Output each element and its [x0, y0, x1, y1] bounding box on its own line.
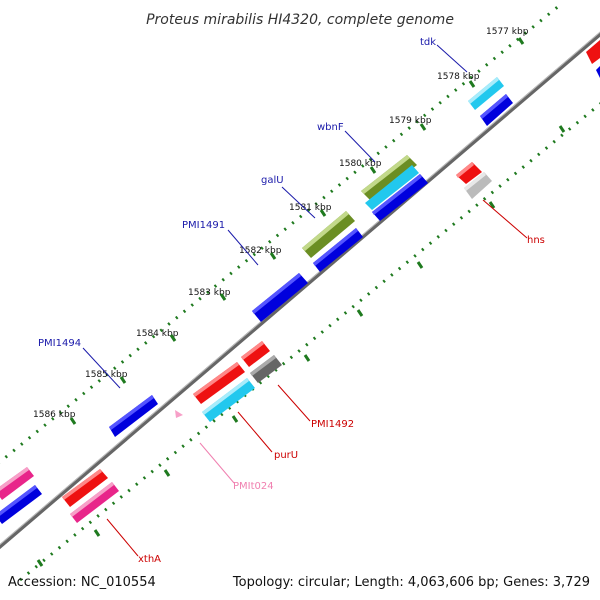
trna-PMIt024[interactable] — [175, 410, 183, 418]
tick-label: 1585 kbp — [85, 370, 128, 380]
gene-label-PMI1492[interactable]: PMI1492 — [311, 419, 354, 430]
forward-genes — [0, 40, 600, 524]
gene-purU-arrow[interactable] — [202, 378, 255, 422]
gene-label-purU[interactable]: purU — [274, 450, 298, 461]
tick-label: 1583 kbp — [188, 288, 231, 298]
tick-marks — [69, 37, 525, 425]
inner-dotted-ring — [19, 102, 600, 582]
gene-arrow[interactable] — [365, 165, 419, 210]
gene-wbnF-arrow[interactable] — [361, 155, 417, 201]
tick-label: 1581 kbp — [289, 203, 332, 213]
gene-arrow[interactable] — [464, 172, 492, 199]
gene-arrow[interactable] — [0, 485, 42, 524]
gene-tdk-arrow[interactable] — [468, 77, 504, 110]
tick-label: 1577 kbp — [486, 27, 529, 37]
gene-label-hns[interactable]: hns — [527, 235, 545, 246]
gene-label-PMI1491[interactable]: PMI1491 — [182, 220, 225, 231]
topology-text: Topology: circular; Length: 4,063,606 bp… — [232, 575, 590, 590]
gene-label-galU[interactable]: galU — [261, 175, 284, 186]
tick-label: 1584 kbp — [136, 329, 179, 339]
accession-text: Accession: NC_010554 — [8, 575, 156, 590]
gene-arrow[interactable] — [62, 469, 108, 507]
gene-labels: tdk wbnF galU PMI1491 PMI1494 hns PMI149… — [38, 37, 545, 565]
gene-xthA-arrow[interactable] — [70, 482, 119, 523]
gene-PMI1491-arrow[interactable] — [313, 228, 363, 272]
gene-PMI1492-arrow[interactable] — [250, 355, 282, 383]
gene-label-PMIt024[interactable]: PMIt024 — [233, 481, 274, 492]
genome-backbone — [0, 31, 600, 550]
gene-arrow[interactable] — [193, 362, 245, 404]
gene-galU-arrow[interactable] — [302, 211, 355, 258]
reverse-genes — [62, 162, 492, 523]
gene-arrow[interactable] — [252, 273, 308, 322]
gene-label-wbnF[interactable]: wbnF — [317, 122, 344, 133]
gene-hns-arrow[interactable] — [456, 162, 482, 184]
gene-arrow[interactable] — [372, 174, 428, 221]
gene-label-tdk[interactable]: tdk — [420, 37, 436, 48]
gene-label-xthA[interactable]: xthA — [138, 554, 161, 565]
tick-label: 1582 kbp — [239, 246, 282, 256]
tick-label: 1578 kbp — [437, 72, 480, 82]
gene-PMI1494-arrow[interactable] — [109, 395, 158, 437]
leader-lines — [82, 44, 528, 557]
tick-label: 1586 kbp — [33, 410, 76, 420]
gene-arrow[interactable] — [480, 94, 513, 126]
gene-arrow[interactable] — [0, 467, 34, 500]
map-title: Proteus mirabilis HI4320, complete genom… — [146, 12, 454, 28]
gene-arrow[interactable] — [586, 40, 600, 64]
gene-label-PMI1494[interactable]: PMI1494 — [38, 338, 81, 349]
tick-label: 1579 kbp — [389, 116, 432, 126]
tick-labels: 1577 kbp 1578 kbp 1579 kbp 1580 kbp 1581… — [33, 27, 529, 420]
tick-label: 1580 kbp — [339, 159, 382, 169]
gene-arrow[interactable] — [241, 341, 270, 367]
inner-tick-marks — [36, 125, 566, 567]
